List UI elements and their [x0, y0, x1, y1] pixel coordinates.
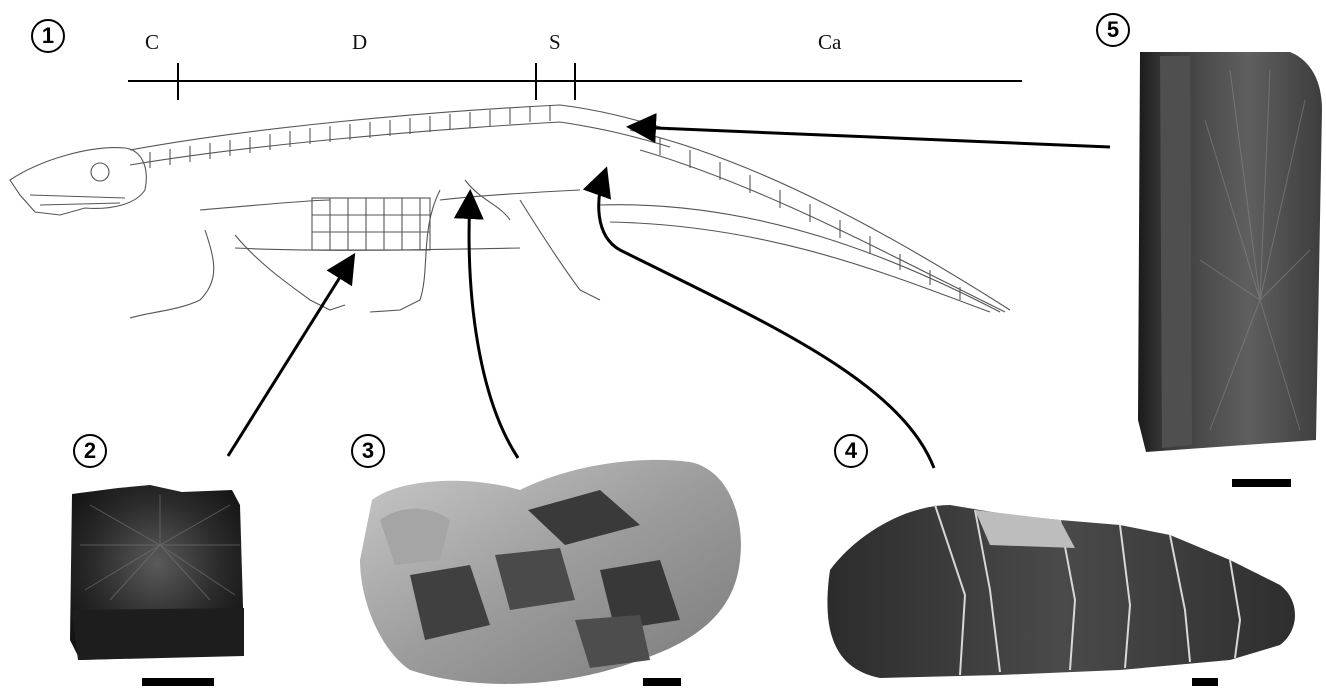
specimen-2-osteoderm — [70, 485, 244, 660]
arrow-panel-5 — [632, 127, 1110, 147]
scale-bar-panel-2 — [142, 678, 214, 686]
arrow-panel-4 — [599, 172, 934, 468]
body-region-axis — [128, 63, 1022, 100]
forelimb — [130, 230, 214, 318]
scale-bar-panel-3 — [643, 678, 681, 686]
arrow-panel-3 — [469, 195, 518, 458]
pointer-arrows — [228, 127, 1110, 468]
scale-bar-panel-4 — [1192, 678, 1218, 686]
specimen-3-matrix-block — [360, 460, 741, 684]
skull — [10, 148, 146, 215]
specimen-5-osteoderm — [1138, 52, 1322, 452]
orbit — [91, 163, 109, 181]
scale-bar-panel-5 — [1232, 479, 1291, 487]
arrow-panel-2 — [228, 258, 352, 456]
specimen-4-osteoderm-row — [827, 505, 1295, 678]
